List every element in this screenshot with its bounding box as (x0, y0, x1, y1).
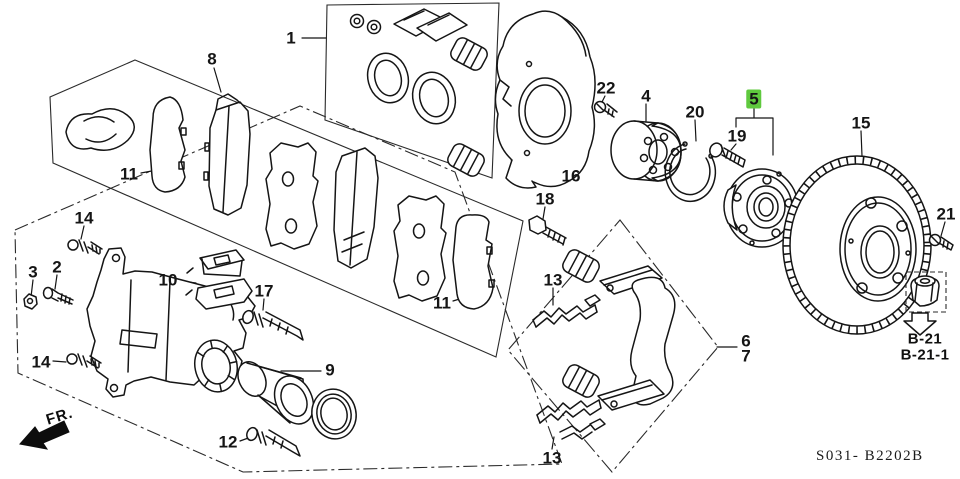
front-direction-arrow-icon (19, 420, 70, 450)
reference-link-b21[interactable]: B-21 (907, 330, 943, 348)
bracket-bolt (528, 215, 567, 246)
dashed-reference-box (905, 271, 947, 313)
caliper-subassembly-box (14, 105, 563, 473)
hub-bolt (709, 142, 746, 168)
callout-4[interactable]: 4 (641, 86, 651, 106)
cap-nut (366, 19, 382, 35)
pad-kit-contents (65, 93, 495, 310)
caliper-mount-bolt (67, 239, 103, 255)
callout-6[interactable]: 6 (741, 331, 751, 351)
reference-arrow-icon (903, 312, 937, 336)
piston-seal-ring (411, 71, 457, 125)
reference-link-b21-1[interactable]: B-21-1 (900, 346, 950, 364)
cap-nut (349, 13, 365, 29)
brake-pad-back (265, 142, 319, 250)
caliper-mount-bolt (66, 353, 102, 369)
caliper-piston (237, 361, 315, 425)
pin-boot (447, 143, 485, 177)
callout-3[interactable]: 3 (28, 262, 38, 282)
bleed-screw (42, 286, 74, 305)
caliper-pin (242, 309, 304, 341)
callout-1[interactable]: 1 (286, 28, 296, 48)
rotor-screw (928, 233, 954, 251)
splash-guard (494, 10, 596, 189)
callout-11[interactable]: 11 (120, 164, 138, 184)
piston-seal (311, 388, 357, 440)
assembly-group-boxes (14, 2, 719, 473)
callout-2[interactable]: 2 (52, 257, 62, 277)
pad-kit-box (49, 59, 524, 358)
caliper-subassembly-contents (23, 239, 357, 457)
seal-kit-contents (349, 8, 488, 177)
callout-8[interactable]: 8 (207, 49, 217, 69)
callout-13[interactable]: 13 (542, 448, 562, 468)
pin-boot (450, 37, 488, 71)
hub-assembly-bracket (735, 107, 774, 156)
callout-11[interactable]: 11 (433, 293, 451, 313)
brake-pad-with-wear-indicator (203, 93, 251, 216)
callout-17[interactable]: 17 (254, 281, 274, 301)
callout-15[interactable]: 15 (851, 113, 871, 133)
callout-14[interactable]: 14 (31, 352, 51, 372)
bleed-screw-cap (23, 293, 38, 310)
pad-shim (452, 214, 495, 310)
callout-16[interactable]: 16 (561, 166, 581, 186)
brake-pad-back (393, 195, 447, 302)
grease-packet (65, 108, 135, 151)
piston-boot-ring (366, 52, 410, 104)
wheel-bearing (610, 120, 682, 182)
bracket-subassembly-box (507, 219, 719, 473)
pad-retainer (185, 249, 253, 310)
guard-bolt (593, 100, 618, 118)
callout-13[interactable]: 13 (543, 270, 563, 290)
caliper-pin (246, 426, 301, 457)
spindle-nut-reference (903, 271, 947, 336)
pad-spring-clip (536, 399, 606, 440)
callout-22[interactable]: 22 (596, 78, 616, 98)
callout-7[interactable]: 7 (741, 346, 751, 366)
pad-spring-clip (532, 294, 601, 328)
callout-14[interactable]: 14 (74, 208, 94, 228)
caliper-bracket (597, 265, 676, 411)
callout-18[interactable]: 18 (535, 189, 555, 209)
pin-boot (562, 249, 600, 283)
callout-12[interactable]: 12 (218, 432, 238, 452)
pad-shim (149, 96, 186, 193)
brake-pad-front (333, 147, 379, 269)
callout-5-highlighted[interactable]: 5 (746, 89, 762, 109)
callout-9[interactable]: 9 (325, 360, 335, 380)
brake-rotor (782, 155, 932, 335)
pin-boot (562, 364, 600, 398)
callout-21[interactable]: 21 (936, 204, 956, 224)
bracket-subassembly-contents (532, 249, 676, 440)
grease-packet (416, 12, 468, 42)
piston-boot (194, 339, 238, 393)
callout-19[interactable]: 19 (727, 126, 747, 146)
callout-10[interactable]: 10 (158, 270, 178, 290)
spindle-nut (910, 275, 940, 307)
diagram-part-code: S031- B2202B (816, 448, 924, 464)
seal-kit-box (324, 2, 500, 179)
callout-20[interactable]: 20 (685, 102, 705, 122)
